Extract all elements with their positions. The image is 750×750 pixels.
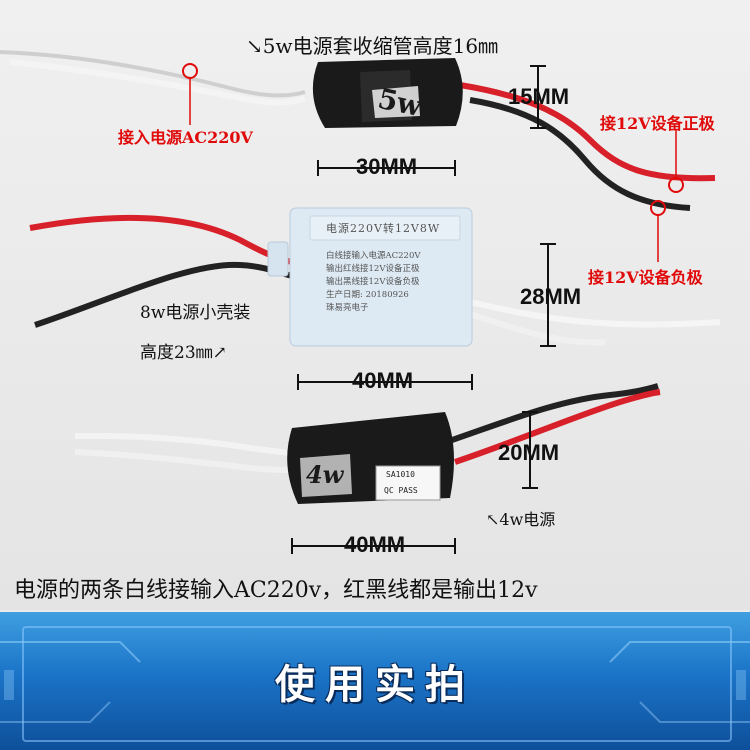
dim-20mm: 20MM — [498, 440, 560, 465]
module4w-red-wire — [454, 389, 661, 465]
banner-frame — [22, 626, 732, 742]
module4w-black-wire — [451, 383, 659, 443]
product-photo: 5w ↘5w电源套收缩管高度16㎜ 接入电源AC220V 接12V设备正极 接1… — [0, 0, 750, 610]
module4w-print: 4w — [306, 460, 344, 489]
section-banner: 使用实拍 — [0, 612, 750, 750]
dim-30mm: 30MM — [356, 154, 418, 179]
sticker-line: 珠易亮电子 — [326, 303, 369, 313]
box8w-label-line2: 高度23㎜↗ — [140, 343, 227, 363]
output-black-wire — [469, 97, 691, 211]
sticker-line: 电源220V转12V8W — [326, 222, 441, 235]
box8w-label-line1: 8w电源小壳装 — [140, 303, 251, 323]
input-marker — [182, 63, 198, 79]
input-white-wire — [9, 59, 307, 106]
box8w-white-wire-b — [469, 311, 606, 346]
footer-caption: 电源的两条白线接输入AC220v，红黑线都是输出12v — [14, 578, 538, 603]
box8w-sticker: 电源220V转12V8W 白线接输入电源AC220V 输出红线接12V设备正极 … — [326, 222, 462, 315]
banner-title: 使用实拍 — [275, 662, 475, 708]
module4w-white-wire-b — [74, 449, 293, 473]
wiring-drawing — [0, 50, 721, 554]
sticker-line: 输出黑线接12V设备负极 — [326, 277, 420, 287]
sticker-line: 输出红线接12V设备正极 — [326, 264, 420, 274]
dim-40mm-box: 40MM — [352, 368, 414, 393]
box8w-body — [289, 207, 473, 347]
module5w-title: ↘5w电源套收缩管高度16㎜ — [246, 34, 499, 58]
output-red-wire — [459, 82, 716, 182]
input-ac-label: 接入电源AC220V — [118, 128, 253, 147]
sticker-line: 白线接输入电源AC220V — [326, 251, 421, 261]
module4w-tag-line2: QC PASS — [384, 486, 418, 495]
dim-40mm-4w: 40MM — [344, 532, 406, 557]
label-4w: ↖4w电源 — [486, 510, 556, 529]
box8w-red-wire — [29, 214, 293, 265]
dim-15mm: 15MM — [508, 84, 570, 109]
box8w-white-wire-a — [469, 299, 721, 328]
banner-graphics — [0, 641, 750, 723]
module4w-white-wire-a — [74, 432, 293, 456]
module4w-tag — [375, 465, 441, 501]
dim-28mm: 28MM — [520, 284, 582, 309]
output-pos-label: 接12V设备正极 — [600, 114, 715, 133]
sticker-line: 生产日期: 20180926 — [326, 290, 409, 300]
module4w-tag-line1: SA1010 — [386, 470, 415, 479]
output-neg-label: 接12V设备负极 — [588, 268, 703, 287]
